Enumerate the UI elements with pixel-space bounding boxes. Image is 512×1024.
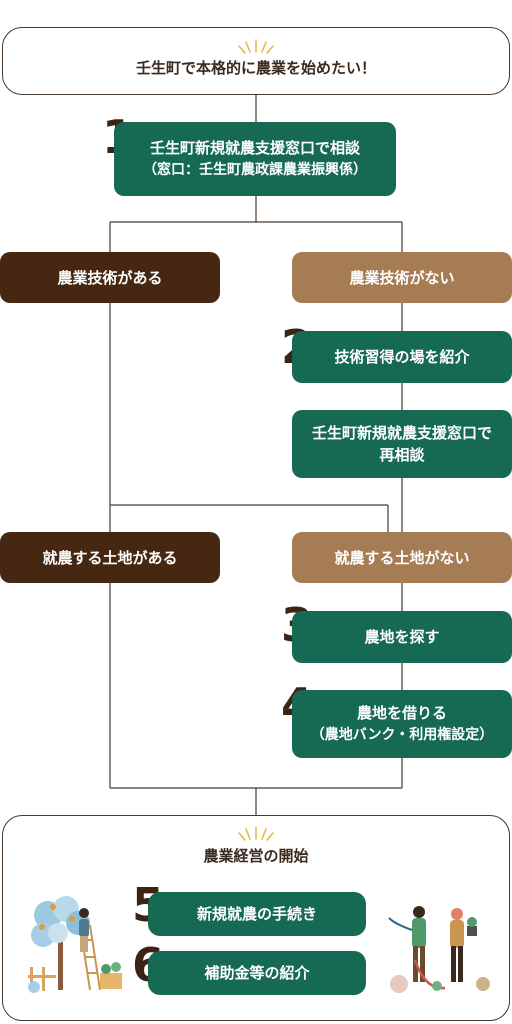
step-4-sublabel: （農地バンク・利用権設定） [310,727,494,743]
step-1-sublabel: （窓口：壬生町農政課農業振興係） [143,162,367,178]
sparkle-icon [238,39,274,54]
reconsult-box: 壬生町新規就農支援窓口で 再相談 [292,410,512,478]
step-2-box: 技術習得の場を紹介 [292,331,512,383]
start-title: 農業経営の開始 [203,847,309,865]
step-3-box: 農地を探す [292,611,512,663]
sparkle-icon [238,826,274,841]
step-5-label: 新規就農の手続き [196,905,317,923]
step-4-box: 農地を借りる （農地バンク・利用権設定） [292,690,512,758]
goal-title: 壬生町で本格的に農業を始めたい！ [135,59,376,77]
step-5-box: 新規就農の手続き [148,892,366,936]
tech-yes-label: 農業技術がある [57,268,163,287]
tech-no-box: 農業技術がない [292,252,512,303]
step-3-label: 農地を探す [364,628,440,646]
tech-yes-box: 農業技術がある [0,252,220,303]
reconsult-line2: 再相談 [379,446,425,464]
step-6-box: 補助金等の紹介 [148,951,366,995]
land-no-box: 就農する土地がない [292,532,512,583]
step-1-box: 壬生町新規就農支援窓口で相談 （窓口：壬生町農政課農業振興係） [114,122,396,196]
reconsult-line1: 壬生町新規就農支援窓口で [311,424,492,442]
farmers-illustration [388,906,490,993]
step-1-label: 壬生町新規就農支援窓口で相談 [149,139,360,157]
land-no-label: 就農する土地がない [334,548,470,567]
tech-no-label: 農業技術がない [349,268,455,287]
step-6-label: 補助金等の紹介 [204,964,310,982]
tree-farmer-illustration [28,896,122,993]
step-2-label: 技術習得の場を紹介 [334,348,470,366]
land-yes-label: 就農する土地がある [42,548,178,567]
step-4-label: 農地を借りる [356,704,447,722]
land-yes-box: 就農する土地がある [0,532,220,583]
goal-box: 壬生町で本格的に農業を始めたい！ [2,27,510,95]
